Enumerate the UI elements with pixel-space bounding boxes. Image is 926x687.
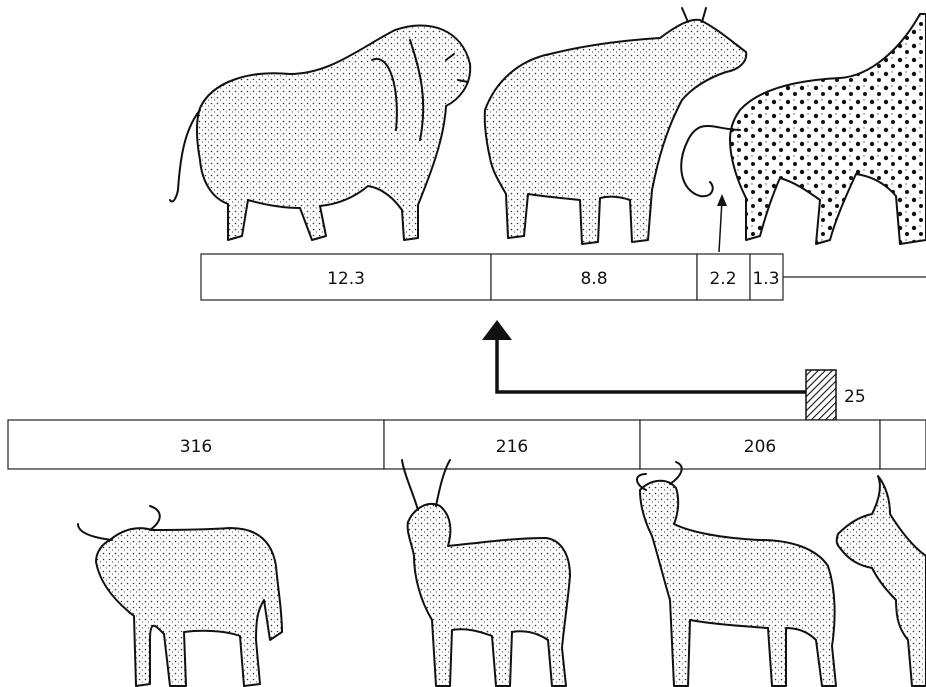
prey-segment-label: 316: [180, 437, 212, 457]
hatched-bar: 25: [806, 370, 866, 420]
prey-segment-label: 206: [744, 437, 776, 457]
predator-segment-label: 2.2: [709, 269, 736, 289]
predator-segment: 12.3: [201, 254, 491, 300]
wildebeest-icon: [78, 506, 282, 686]
prey-segment: [880, 420, 926, 469]
predator-segment-label: 8.8: [580, 269, 607, 289]
lion-icon: [170, 25, 470, 240]
predator-segment: 2.2: [697, 254, 750, 300]
prey-bar: 316 216 206: [8, 420, 926, 469]
predator-segment-label: 1.3: [752, 269, 779, 289]
hartebeest-icon: [637, 462, 836, 686]
prey-segment: 216: [384, 420, 640, 469]
waterbuck-icon: [402, 460, 570, 686]
predator-bar: 12.3 8.8 2.2 1.3: [201, 254, 926, 300]
predator-segment-label: 12.3: [327, 269, 365, 289]
prey-segment-label: 216: [496, 437, 528, 457]
gazelle-icon: [837, 476, 926, 686]
energy-flow-arrow: [482, 320, 806, 392]
cheetah-share-arrow: [717, 194, 727, 252]
hatched-bar-label: 25: [844, 387, 866, 407]
predator-segment: 8.8: [491, 254, 697, 300]
predator-segment: 1.3: [750, 254, 783, 300]
prey-segment: 316: [8, 420, 384, 469]
